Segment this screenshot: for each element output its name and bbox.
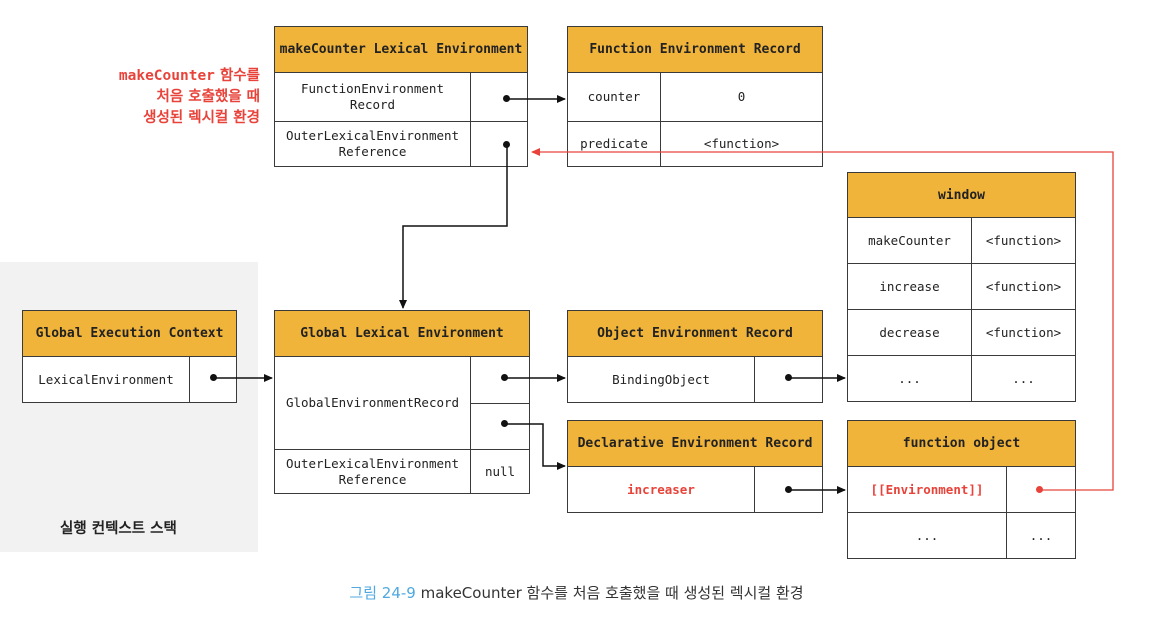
annotation-note: makeCounter 함수를 처음 호출했을 때 생성된 렉시컬 환경: [88, 66, 260, 129]
global-outer-ref-value: null: [470, 449, 530, 494]
function-object-title: function object: [847, 420, 1076, 467]
window-row-name: increase: [847, 263, 972, 310]
annotation-line2: 처음 호출했을 때: [156, 89, 260, 105]
annotation-prefix: makeCounter: [118, 68, 215, 84]
caption-text: 함수를 처음 호출했을 때 생성된 렉시컬 환경: [526, 584, 804, 602]
pointer-dot: [210, 374, 217, 381]
function-object-more-name: ...: [847, 512, 1007, 559]
increaser-label: increaser: [567, 466, 755, 513]
arrow-outer-reference: [399, 145, 508, 309]
window-row-name: decrease: [847, 309, 972, 356]
arrow-declarative-env-record: [505, 423, 566, 470]
figure-number: 그림 24-9: [349, 584, 416, 602]
caption-prefix: makeCounter: [420, 584, 522, 602]
global-exec-context-title: Global Execution Context: [22, 310, 237, 357]
binding-object-label: BindingObject: [567, 356, 755, 403]
annotation-line3: 생성된 렉시컬 환경: [143, 110, 260, 126]
pointer-dot-red: [1036, 486, 1043, 493]
execution-context-stack-label: 실행 컨텍스트 스택: [60, 521, 177, 537]
arrow-environment-reference: [531, 148, 1114, 491]
makecounter-env-record-pointer: [470, 72, 528, 122]
function-env-record-title: Function Environment Record: [567, 26, 823, 73]
declarative-env-record-title: Declarative Environment Record: [567, 420, 823, 467]
makecounter-outer-ref-label: OuterLexicalEnvironment Reference: [274, 121, 471, 167]
function-env-counter-value: 0: [660, 72, 823, 122]
function-env-predicate-name: predicate: [567, 121, 661, 167]
global-exec-context-lexenv-label: LexicalEnvironment: [22, 356, 190, 403]
pointer-dot: [503, 95, 510, 102]
global-exec-context-lexenv-pointer: [189, 356, 237, 403]
function-env-predicate-value: <function>: [660, 121, 823, 167]
makecounter-outer-ref-pointer: [470, 121, 528, 167]
window-row-name: makeCounter: [847, 217, 972, 264]
figure-caption: 그림 24-9 makeCounter 함수를 처음 호출했을 때 생성된 렉시…: [0, 582, 1153, 603]
window-row-name: ...: [847, 355, 972, 402]
window-row-value: ...: [971, 355, 1076, 402]
pointer-dot: [503, 141, 510, 148]
pointer-dot: [785, 374, 792, 381]
pointer-dot: [785, 486, 792, 493]
global-env-record-declarative-pointer: [470, 403, 530, 450]
window-row-value: <function>: [971, 263, 1076, 310]
annotation-suffix: 함수를: [219, 68, 260, 84]
global-outer-ref-label: OuterLexicalEnvironment Reference: [274, 449, 471, 494]
makecounter-env-record-label: FunctionEnvironment Record: [274, 72, 471, 122]
pointer-dot: [501, 374, 508, 381]
object-env-record-title: Object Environment Record: [567, 310, 823, 357]
pointer-dot: [501, 420, 508, 427]
function-object-more-value: ...: [1006, 512, 1076, 559]
